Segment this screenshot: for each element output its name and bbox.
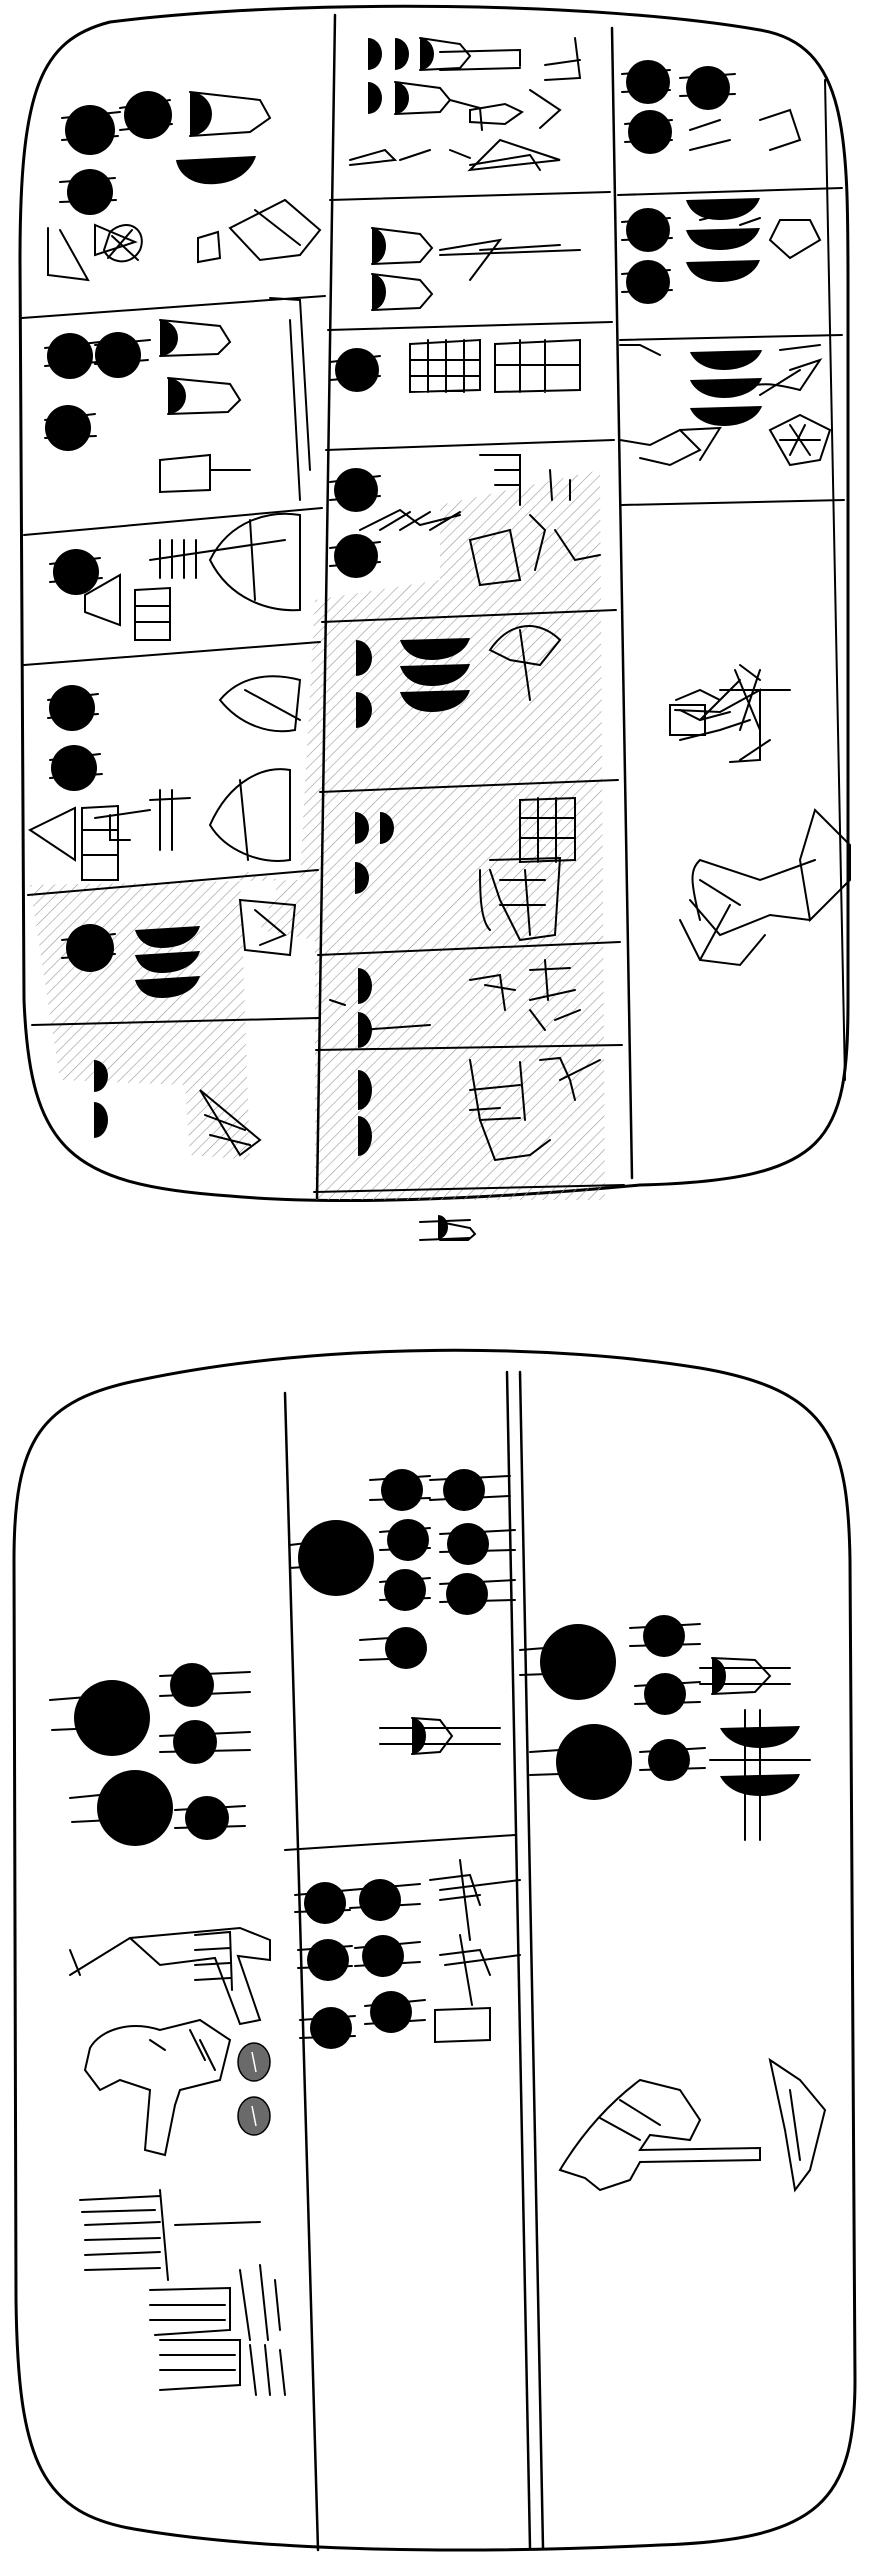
reverse-numeral-dots: [74, 1469, 690, 2049]
reverse-seal-impressions: [237, 2042, 271, 2136]
tablet-obverse: [18, 4, 851, 1241]
reverse-sign-strokes: [69, 1859, 827, 2396]
tablet-reverse: [12, 1348, 857, 2552]
reverse-outline: [12, 1348, 857, 2552]
obverse-damage-area: [30, 470, 605, 1200]
obverse-edge-line: [824, 79, 846, 1081]
obverse-numeral-strokes: [44, 69, 736, 959]
reverse-column-divider-2a: [505, 1370, 532, 2550]
reverse-numeral-strokes: [49, 1475, 706, 2039]
obverse-sign-strokes: [27, 37, 851, 1241]
obverse-column-divider-1: [315, 13, 337, 1200]
obverse-column-divider-2: [610, 26, 634, 1180]
obverse-col2-case-lines: [313, 191, 625, 1193]
obverse-half-circle-signs: [94, 37, 762, 1239]
obverse-col3-case-lines: [617, 187, 845, 506]
reverse-half-circle-signs: [379, 1657, 811, 1841]
reverse-case-line: [284, 1834, 516, 1851]
reverse-column-divider-1: [283, 1391, 320, 2552]
reverse-column-divider-2b: [518, 1370, 545, 2550]
obverse-outline: [18, 4, 850, 1202]
obverse-col1-case-lines: [21, 295, 326, 1026]
